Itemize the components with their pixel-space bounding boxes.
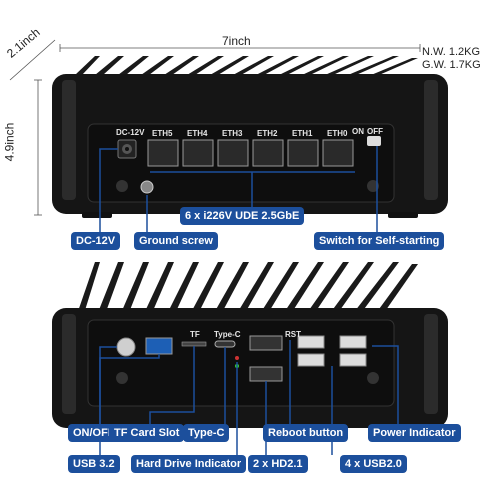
typec-port-label: Type-C (214, 330, 241, 339)
front-device-illustration (9, 39, 448, 232)
reboot-button-callout: Reboot button (263, 424, 349, 442)
nic-callout: 6 x i226V UDE 2.5GbE (180, 207, 305, 225)
rst-port-label: RST (285, 330, 301, 339)
hdmi-callout: 2 x HD2.1 (248, 455, 308, 473)
tf-port-label: TF (190, 330, 200, 339)
dc-port-label: DC-12V (116, 128, 145, 137)
usb32-callout: USB 3.2 (68, 455, 120, 473)
net-weight: N.W. 1.2KG (422, 46, 481, 58)
self-start-switch-callout: Switch for Self-starting (314, 232, 445, 250)
tf-slot-callout: TF Card Slot (109, 424, 185, 442)
eth1-label: ETH1 (292, 129, 313, 138)
width-dimension-label: 7inch (222, 34, 251, 48)
hdd-indicator-callout: Hard Drive Indicator (131, 455, 247, 473)
typec-callout: Type-C (183, 424, 230, 442)
onoff-callout: ON/OFF (68, 424, 120, 442)
dc-callout: DC-12V (71, 232, 121, 250)
eth3-label: ETH3 (222, 129, 243, 138)
power-indicator-callout: Power Indicator (368, 424, 461, 442)
eth0-label: ETH0 (327, 129, 348, 138)
eth5-label: ETH5 (152, 129, 173, 138)
switch-off-label: OFF (367, 127, 383, 136)
weight-info: N.W. 1.2KG G.W. 1.7KG (422, 46, 481, 72)
gross-weight: G.W. 1.7KG (422, 59, 481, 71)
switch-on-label: ON (352, 127, 364, 136)
usb20-callout: 4 x USB2.0 (340, 455, 407, 473)
eth4-label: ETH4 (187, 129, 208, 138)
height-dimension-label: 4.9inch (2, 122, 17, 162)
ground-screw-callout: Ground screw (134, 232, 218, 250)
eth2-label: ETH2 (257, 129, 278, 138)
